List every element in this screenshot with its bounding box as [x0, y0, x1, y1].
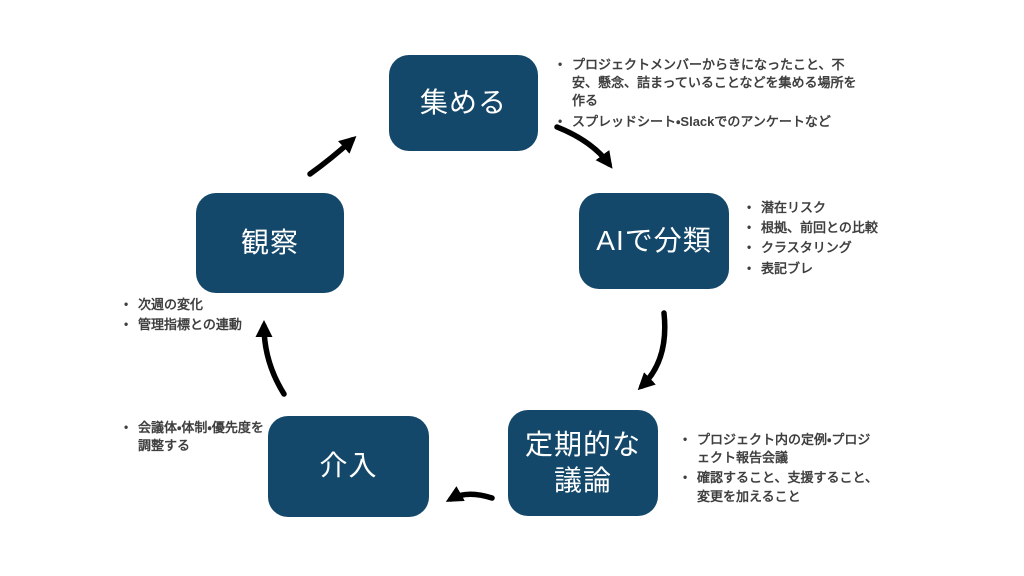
- notes-observe: 次週の変化 管理指標との連動: [122, 296, 312, 336]
- note-item: プロジェクトメンバーからきになったこと、不安、懸念、詰まっていることなどを集める…: [556, 56, 862, 111]
- node-intervene: 介入: [268, 416, 429, 517]
- notes-discuss: プロジェクト内の定例・プロジェクト報告会議 確認すること、支援すること、変更を加…: [681, 431, 881, 508]
- notes-intervene: 会議体・体制・優先度を調整する: [122, 419, 272, 457]
- node-collect: 集める: [389, 55, 538, 151]
- arrow-observe-to-collect: [307, 135, 357, 177]
- note-item: 管理指標との連動: [122, 316, 312, 334]
- note-item: 確認すること、支援すること、変更を加えること: [681, 469, 881, 505]
- note-item: 次週の変化: [122, 296, 312, 314]
- note-item: 潜在リスク: [745, 199, 935, 217]
- node-classify: AIで分類: [579, 193, 729, 289]
- node-discuss-label: 定期的な 議論: [524, 428, 641, 496]
- node-observe-label: 観察: [240, 226, 299, 258]
- node-observe: 観察: [196, 193, 344, 293]
- node-collect-label: 集める: [419, 86, 507, 118]
- note-item: スプレッドシート・Slackでのアンケートなど: [556, 113, 862, 131]
- notes-classify: 潜在リスク 根拠、前回との比較 クラスタリング 表記ブレ: [745, 199, 935, 280]
- note-item: 会議体・体制・優先度を調整する: [122, 419, 272, 455]
- note-item: プロジェクト内の定例・プロジェクト報告会議: [681, 431, 881, 467]
- arrow-classify-to-discuss: [637, 310, 668, 391]
- node-classify-label: AIで分類: [596, 224, 712, 256]
- node-discuss: 定期的な 議論: [508, 410, 658, 516]
- node-intervene-label: 介入: [319, 450, 378, 482]
- note-item: 表記ブレ: [745, 260, 935, 278]
- notes-collect: プロジェクトメンバーからきになったこと、不安、懸念、詰まっていることなどを集める…: [556, 56, 862, 133]
- arrow-discuss-to-intervene: [445, 486, 495, 502]
- note-item: 根拠、前回との比較: [745, 219, 935, 237]
- note-item: クラスタリング: [745, 239, 935, 257]
